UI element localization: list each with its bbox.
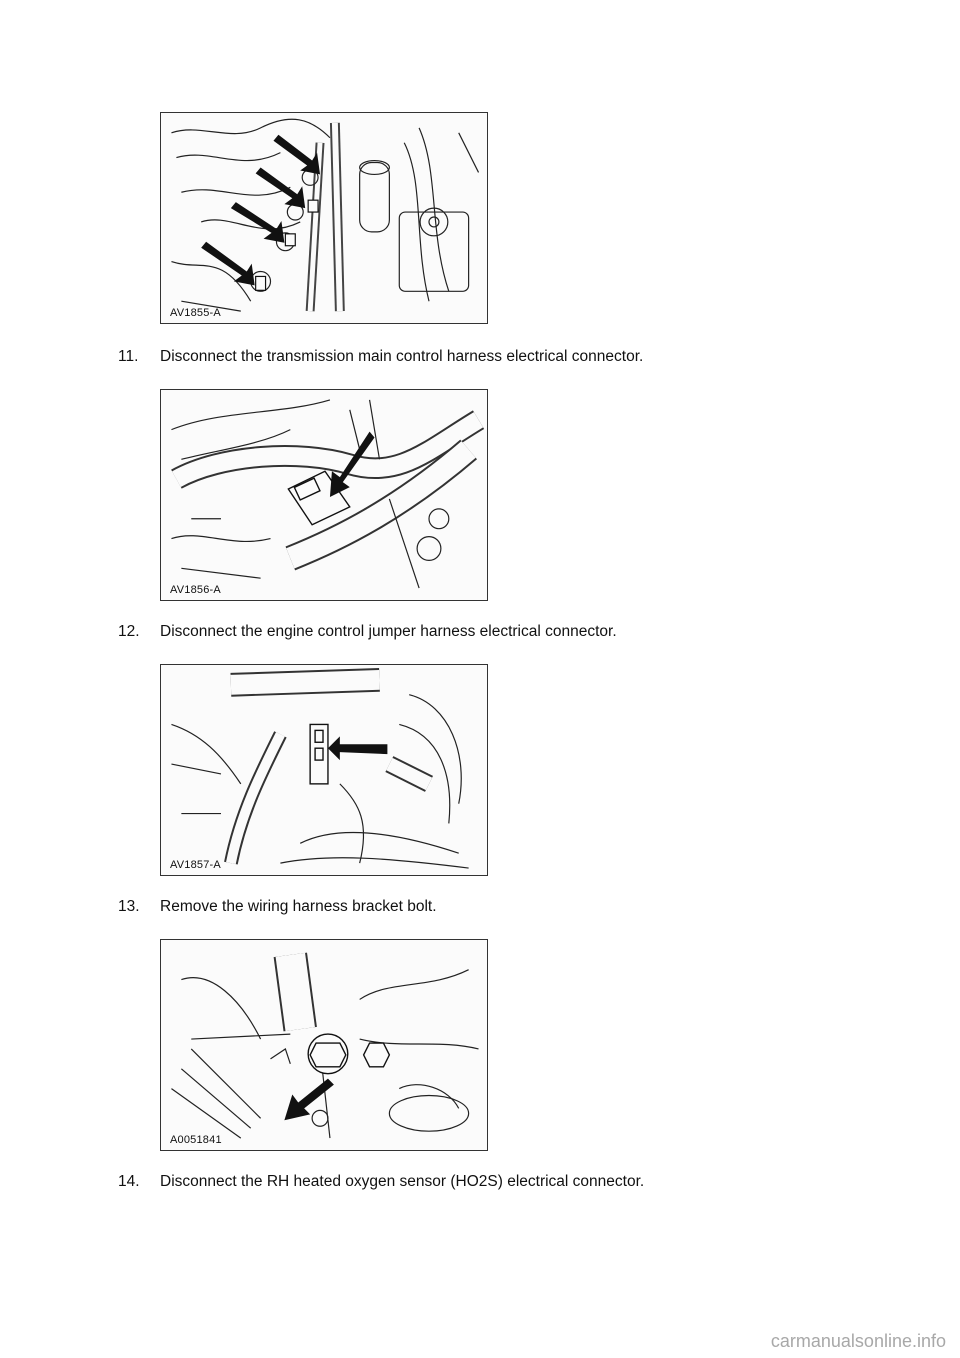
figure-id: AV1856-A (170, 584, 221, 596)
watermark: carmanualsonline.info (770, 1331, 946, 1351)
engine-connectors-drawing (171, 118, 480, 312)
bracket-bolt-drawing (171, 952, 479, 1139)
illustration-a0051841: A0051841 (160, 939, 488, 1151)
illustration-av1857: AV1857-A (160, 664, 488, 876)
harness-connector-drawing (171, 399, 485, 589)
illustration-av1856: AV1856-A (160, 389, 488, 601)
step-number: 11. (118, 348, 139, 365)
step-number: 13. (118, 898, 140, 915)
figure-id: AV1855-A (170, 307, 221, 319)
step-13: 13. Remove the wiring harness bracket bol… (118, 897, 437, 917)
step-number: 12. (118, 623, 140, 640)
illustration-av1855: AV1855-A (160, 112, 488, 324)
step-number: 14. (118, 1173, 140, 1190)
step-text: Disconnect the engine control jumper har… (160, 623, 617, 640)
step-text: Disconnect the transmission main control… (160, 348, 644, 365)
figure-id: A0051841 (170, 1134, 222, 1146)
step-12: 12. Disconnect the engine control jumper … (118, 622, 617, 642)
step-14: 14. Disconnect the RH heated oxygen senso… (118, 1172, 644, 1192)
figure-id: AV1857-A (170, 859, 221, 871)
step-text: Disconnect the RH heated oxygen sensor (… (160, 1173, 645, 1190)
jumper-harness-drawing (171, 667, 469, 869)
step-11: 11. Disconnect the transmission main cont… (118, 347, 643, 367)
step-text: Remove the wiring harness bracket bolt. (160, 898, 437, 915)
